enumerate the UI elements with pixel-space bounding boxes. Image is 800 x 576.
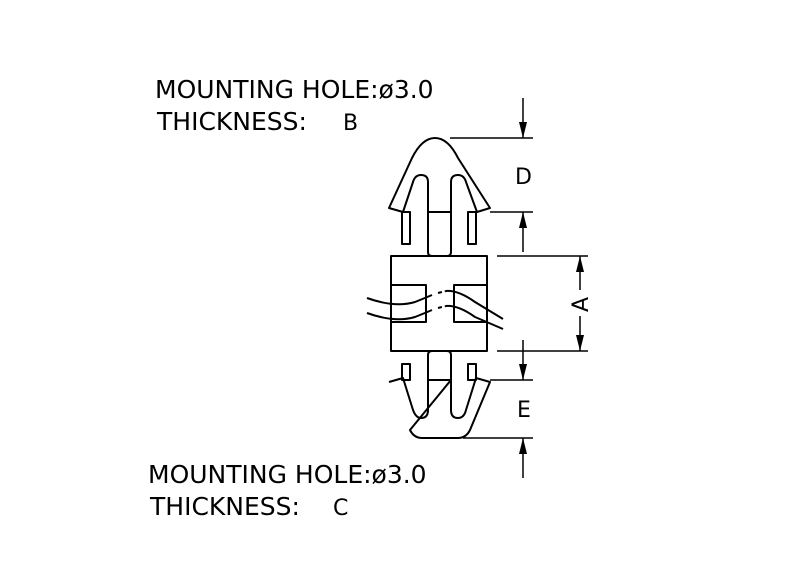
bottom-mounting-hole-label: MOUNTING HOLE:ø3.0: [148, 460, 427, 489]
spacer-part: [366, 137, 504, 439]
dimension-d-label: D: [515, 165, 532, 190]
top-thickness-value: B: [343, 111, 358, 136]
bottom-thickness-value: C: [333, 496, 348, 521]
dimension-e-label: E: [517, 398, 531, 423]
top-mounting-hole-label: MOUNTING HOLE:ø3.0: [155, 75, 434, 104]
top-thickness-label: THICKNESS:: [156, 107, 307, 136]
dimension-a-label: A: [569, 297, 594, 312]
dimension-lines: [450, 98, 588, 478]
bottom-thickness-label: THICKNESS:: [149, 492, 300, 521]
